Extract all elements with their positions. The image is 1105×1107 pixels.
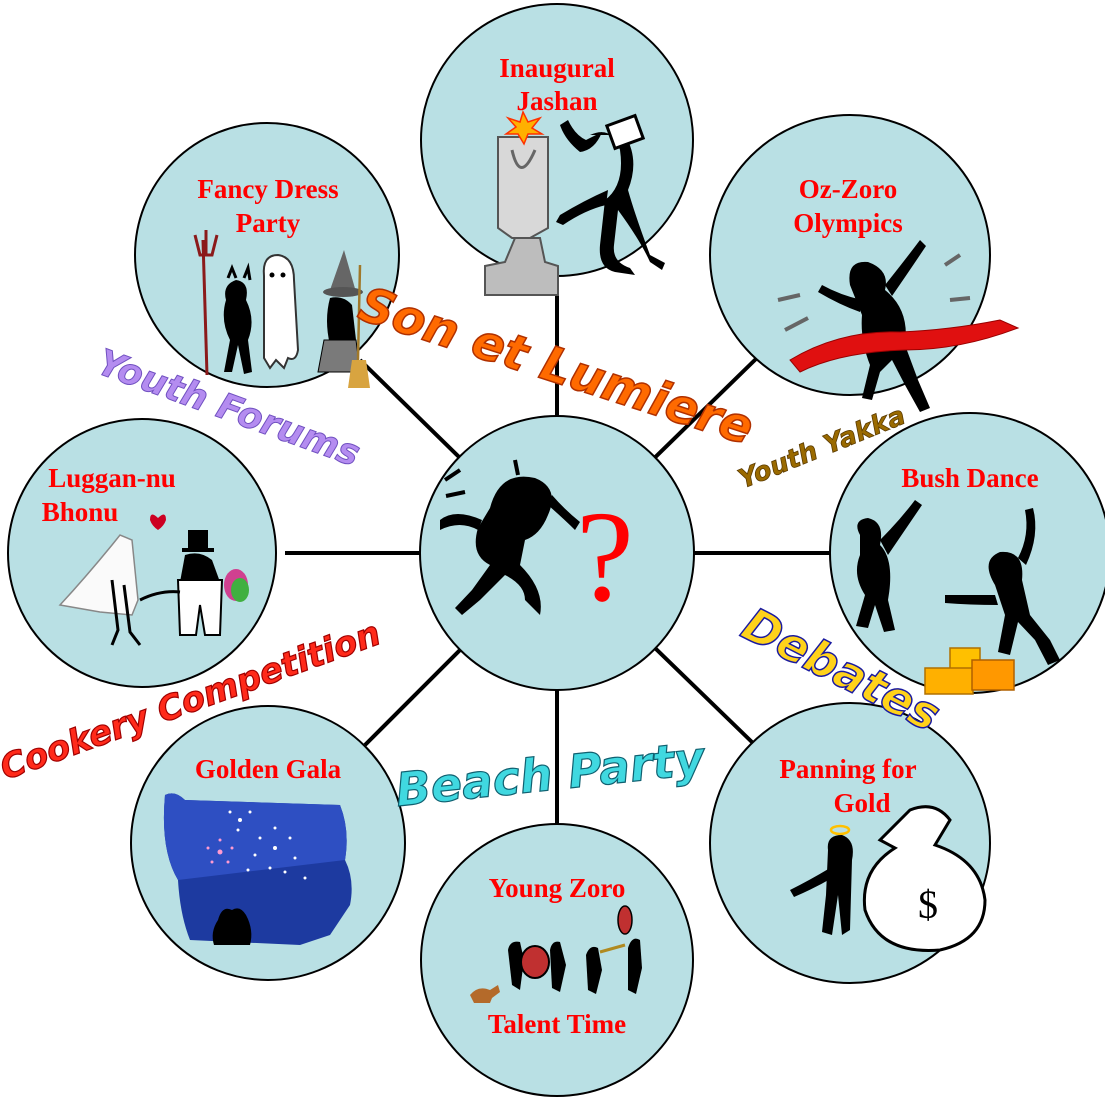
question-mark: ? — [576, 485, 634, 629]
event-panning-for-gold: Panning for Gold $ — [709, 702, 991, 984]
dancing-figures-icon — [856, 500, 1060, 695]
event-label-line1: Fancy Dress — [197, 174, 338, 204]
event-label-line2: Jashan — [516, 86, 597, 116]
torch-lighting-figure-icon — [484, 109, 665, 296]
wedding-couple-icon — [58, 530, 249, 646]
event-label: Golden Gala — [195, 754, 342, 784]
event-label-line1: Young Zoro — [489, 873, 626, 903]
event-inaugural-jashan: Inaugural Jashan — [420, 3, 694, 296]
event-label-line2: Talent Time — [488, 1009, 626, 1039]
banner-beach-party: Beach Party — [392, 730, 709, 817]
event-label-line2: Bhonu — [42, 497, 119, 527]
heart-icon — [150, 514, 166, 530]
event-oz-zoro-olympics: Oz-Zoro Olympics — [709, 114, 1020, 412]
event-label-line1: Inaugural — [499, 53, 615, 83]
center-hub: ? — [419, 415, 695, 691]
confused-figure-icon — [440, 459, 580, 615]
marching-band-icon — [470, 905, 642, 1003]
event-label-line1: Panning for — [779, 754, 916, 784]
event-label-line2: Gold — [833, 788, 890, 818]
event-label-line2: Party — [236, 208, 301, 238]
event-luggan-nu-bhonu: Luggan-nu Bhonu — [7, 418, 277, 688]
event-label-line1: Luggan-nu — [48, 463, 176, 493]
event-label-line1: Oz-Zoro — [799, 174, 897, 204]
costume-figures-icon — [193, 230, 370, 388]
event-bush-dance: Bush Dance — [829, 412, 1105, 695]
event-circle — [7, 418, 277, 688]
event-label-line2: Olympics — [793, 208, 903, 238]
event-fancy-dress-party: Fancy Dress Party — [134, 122, 400, 388]
event-golden-gala: Golden Gala — [130, 705, 406, 981]
event-young-zoro-talent-time: Young Zoro Talent Time — [420, 823, 694, 1097]
banner-text: Beach Party — [393, 731, 709, 817]
center-circle — [419, 415, 695, 691]
runner-finish-line-icon — [777, 240, 1020, 412]
event-circle — [420, 3, 694, 277]
fireworks-night-icon — [163, 793, 352, 945]
svg-text:$: $ — [918, 882, 938, 927]
money-bag-figure-icon: $ — [790, 805, 987, 952]
event-circle — [709, 114, 991, 396]
event-label: Bush Dance — [901, 463, 1038, 493]
